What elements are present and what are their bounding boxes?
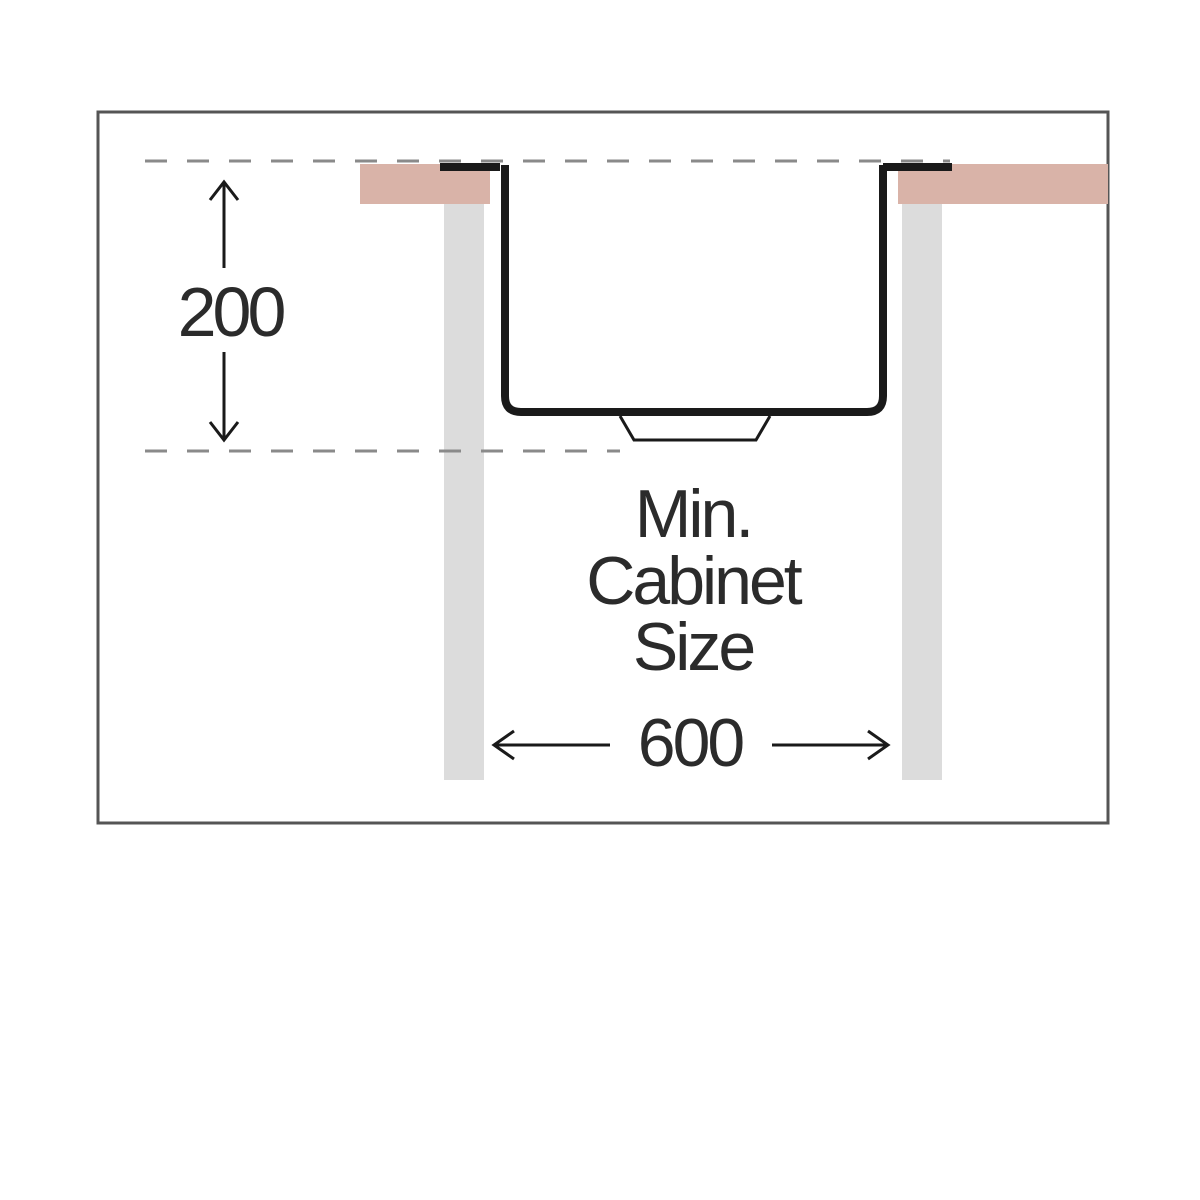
min-cabinet-size-label-line-1: Min.: [635, 476, 751, 552]
cabinet-side-right: [902, 204, 942, 780]
width-dimension-label: 600: [638, 705, 744, 781]
sink-waste-outlet: [618, 415, 772, 442]
depth-dimension-arrow: [208, 179, 240, 443]
cabinet-side-left: [444, 204, 484, 780]
sink-bowl-outline: [501, 165, 887, 416]
depth-dimension-label: 200: [178, 273, 285, 351]
sink-bowl: [440, 163, 952, 442]
min-cabinet-size-label-line-2: Cabinet: [586, 543, 802, 619]
width-dimension-arrow: [491, 729, 891, 761]
diagram-frame: [96, 110, 1110, 825]
min-cabinet-size-label-line-3: Size: [633, 609, 753, 685]
